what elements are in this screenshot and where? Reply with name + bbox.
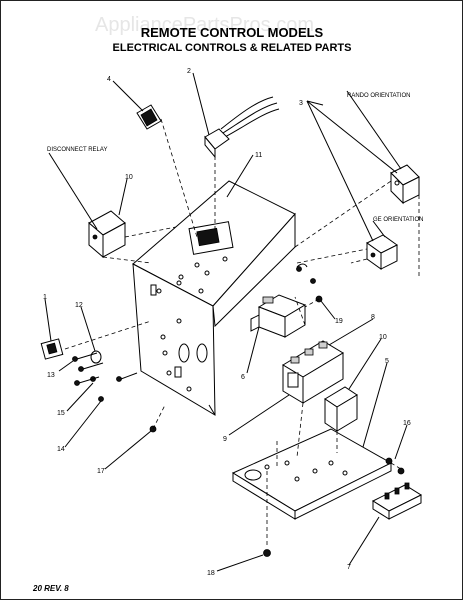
part-2-harness-connector (204, 96, 280, 159)
callout-6: 6 (241, 374, 245, 381)
callout-19: 19 (335, 318, 343, 325)
callout-9: 9 (223, 436, 227, 443)
part-1-switch (40, 338, 64, 360)
callout-16: 16 (403, 420, 411, 427)
footer-revision: 20 REV. 8 (32, 584, 69, 593)
callout-10-left: 10 (125, 174, 133, 181)
note-rando-orientation: RANDO ORIENTATION (347, 93, 410, 99)
part-10-relay (324, 386, 358, 432)
part-10-disconnect-relay (88, 210, 126, 259)
screws-misc (149, 278, 405, 557)
part-3-rando-relay (390, 164, 420, 205)
watermark: AppliancePartsPros.com (95, 14, 314, 36)
callout-15: 15 (57, 410, 65, 417)
leader-lines (44, 72, 408, 572)
part-6-transformer (250, 263, 308, 338)
diagram-title: REMOTE CONTROL MODELS (141, 25, 324, 40)
callout-12: 12 (75, 302, 83, 309)
callout-11: 11 (255, 152, 262, 159)
note-ge-orientation: GE ORIENTATION (373, 217, 423, 223)
callout-8: 8 (371, 314, 375, 321)
note-disconnect-relay: DISCONNECT RELAY (47, 147, 107, 153)
callout-13: 13 (47, 372, 55, 379)
callout-17: 17 (97, 468, 105, 475)
control-panel-bracket (132, 180, 296, 416)
assembly-lines (64, 118, 420, 546)
part-5-base-plate (231, 428, 393, 520)
part-3-ge-relay (366, 234, 398, 270)
part-8-contactor (282, 340, 344, 404)
callout-18: 18 (207, 570, 215, 577)
callout-3: 3 (299, 100, 303, 107)
callout-1: 1 (43, 294, 47, 301)
callout-5: 5 (385, 358, 389, 365)
callout-10-right: 10 (379, 334, 387, 341)
part-7-terminal-block (371, 482, 423, 520)
diagram-subtitle: ELECTRICAL CONTROLS & RELATED PARTS (113, 42, 352, 54)
callout-2: 2 (187, 68, 191, 75)
screws-left (72, 352, 138, 402)
callout-4: 4 (107, 76, 111, 83)
callout-14: 14 (57, 446, 65, 453)
callout-7: 7 (347, 564, 351, 571)
